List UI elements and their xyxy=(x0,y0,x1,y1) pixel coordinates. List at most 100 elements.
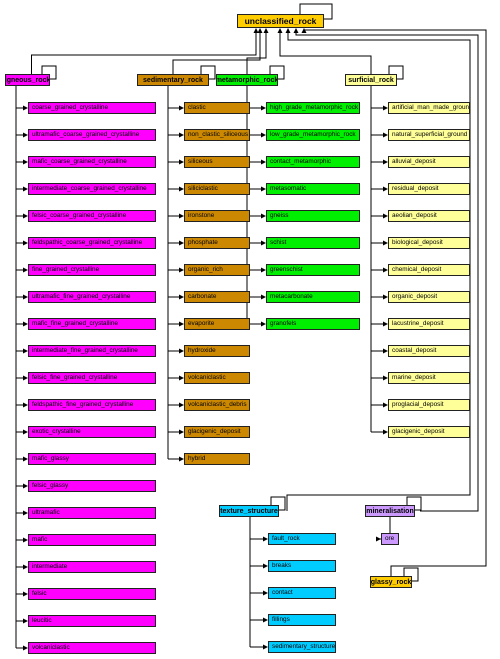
node-label: intermediate xyxy=(32,562,68,570)
child-metamorphic-6[interactable]: greenschist xyxy=(266,264,360,276)
node-label: organic_deposit xyxy=(392,292,438,300)
child-texture-4[interactable]: sedimentary_structure xyxy=(268,641,336,653)
node-label: intermediate_fine_grained_crystalline xyxy=(32,346,138,354)
group-glassy[interactable]: glassy_rock xyxy=(370,576,412,588)
child-igneous-3[interactable]: intermediate_coarse_grained_crystalline xyxy=(28,183,156,195)
group-metamorphic[interactable]: metamorphic_rock xyxy=(216,74,278,86)
arrow-head-right xyxy=(263,536,268,542)
self-loop xyxy=(388,65,404,80)
group-mineral[interactable]: mineralisation xyxy=(365,505,415,517)
child-sedimentary-6[interactable]: organic_rich xyxy=(184,264,250,276)
group-igneous[interactable]: igneous_rock xyxy=(5,74,50,86)
child-surficial-3[interactable]: residual_deposit xyxy=(388,183,470,195)
node-label: ultramafic_coarse_grained_crystalline xyxy=(32,130,140,138)
arrow-head-right xyxy=(179,375,184,381)
child-igneous-17[interactable]: intermediate xyxy=(28,561,156,573)
child-sedimentary-4[interactable]: ironstone xyxy=(184,210,250,222)
self-loop xyxy=(269,65,285,80)
arrow-head-up xyxy=(263,28,269,33)
child-surficial-12[interactable]: glacigenic_deposit xyxy=(388,426,470,438)
child-metamorphic-0[interactable]: high_grade_metamorphic_rock xyxy=(266,102,360,114)
child-sedimentary-10[interactable]: volcaniclastic xyxy=(184,372,250,384)
child-igneous-16[interactable]: mafic xyxy=(28,534,156,546)
child-igneous-13[interactable]: mafic_glassy xyxy=(28,453,156,465)
child-metamorphic-7[interactable]: metacarbonate xyxy=(266,291,360,303)
node-label: aeolian_deposit xyxy=(392,211,437,219)
child-metamorphic-3[interactable]: metasomatic xyxy=(266,183,360,195)
child-surficial-7[interactable]: organic_deposit xyxy=(388,291,470,303)
child-surficial-9[interactable]: coastal_deposit xyxy=(388,345,470,357)
child-texture-1[interactable]: breaks xyxy=(268,560,336,572)
child-surficial-0[interactable]: artificial_man_made_ground xyxy=(388,102,470,114)
child-igneous-11[interactable]: feldspathic_fine_grained_crystalline xyxy=(28,399,156,411)
arrow-head-up xyxy=(257,28,263,33)
child-surficial-1[interactable]: natural_superficial_ground xyxy=(388,129,470,141)
arrow-head-right xyxy=(23,456,28,462)
child-texture-3[interactable]: fillings xyxy=(268,614,336,626)
child-igneous-12[interactable]: exotic_crystalline xyxy=(28,426,156,438)
group-sedimentary[interactable]: sedimentary_rock xyxy=(137,74,209,86)
arrow-head-right xyxy=(179,186,184,192)
child-igneous-6[interactable]: fine_grained_crystalline xyxy=(28,264,156,276)
node-label: fault_rock xyxy=(272,534,300,542)
child-metamorphic-4[interactable]: gneiss xyxy=(266,210,360,222)
arrow-head-right xyxy=(23,537,28,543)
arrow-head-right xyxy=(179,105,184,111)
node-label: proglacial_deposit xyxy=(392,400,444,408)
node-label: glassy_rock xyxy=(370,578,412,586)
group-surficial[interactable]: surficial_rock xyxy=(345,74,397,86)
child-sedimentary-9[interactable]: hydroxide xyxy=(184,345,250,357)
child-metamorphic-1[interactable]: low_grade_metamorphic_rock xyxy=(266,129,360,141)
child-texture-0[interactable]: fault_rock xyxy=(268,533,336,545)
child-igneous-7[interactable]: ultramafic_fine_grained_crystalline xyxy=(28,291,156,303)
child-surficial-4[interactable]: aeolian_deposit xyxy=(388,210,470,222)
child-sedimentary-13[interactable]: hybrid xyxy=(184,453,250,465)
child-igneous-9[interactable]: intermediate_fine_grained_crystalline xyxy=(28,345,156,357)
child-igneous-10[interactable]: felsic_fine_grained_crystalline xyxy=(28,372,156,384)
node-label: contact_metamorphic xyxy=(270,157,332,165)
child-sedimentary-11[interactable]: volcaniclastic_debris xyxy=(184,399,250,411)
child-texture-2[interactable]: contact xyxy=(268,587,336,599)
child-sedimentary-7[interactable]: carbonate xyxy=(184,291,250,303)
root-node-unclassified-rock[interactable]: unclassified_rock xyxy=(237,14,324,28)
child-surficial-6[interactable]: chemical_deposit xyxy=(388,264,470,276)
node-label: siliceous xyxy=(188,157,213,165)
arrow-head-right xyxy=(261,321,266,327)
child-surficial-2[interactable]: alluvial_deposit xyxy=(388,156,470,168)
child-sedimentary-8[interactable]: evaporite xyxy=(184,318,250,330)
child-sedimentary-2[interactable]: siliceous xyxy=(184,156,250,168)
child-mineral-0[interactable]: ore xyxy=(381,533,399,545)
child-metamorphic-2[interactable]: contact_metamorphic xyxy=(266,156,360,168)
child-sedimentary-5[interactable]: phosphate xyxy=(184,237,250,249)
child-igneous-14[interactable]: felsic_glassy xyxy=(28,480,156,492)
arrow-head-right xyxy=(23,645,28,651)
child-igneous-20[interactable]: volcaniclastic xyxy=(28,642,156,654)
child-igneous-0[interactable]: coarse_grained_crystalline xyxy=(28,102,156,114)
child-igneous-1[interactable]: ultramafic_coarse_grained_crystalline xyxy=(28,129,156,141)
child-igneous-15[interactable]: ultramafic xyxy=(28,507,156,519)
child-igneous-8[interactable]: mafic_fine_grained_crystalline xyxy=(28,318,156,330)
child-metamorphic-8[interactable]: granofels xyxy=(266,318,360,330)
child-igneous-2[interactable]: mafic_coarse_grained_crystalline xyxy=(28,156,156,168)
child-surficial-11[interactable]: proglacial_deposit xyxy=(388,399,470,411)
child-surficial-8[interactable]: lacustrine_deposit xyxy=(388,318,470,330)
node-label: mafic_fine_grained_crystalline xyxy=(32,319,118,327)
child-igneous-4[interactable]: felsic_coarse_grained_crystalline xyxy=(28,210,156,222)
group-texture[interactable]: texture_structure xyxy=(219,505,279,517)
child-sedimentary-1[interactable]: non_clastic_siliceous xyxy=(184,129,250,141)
child-surficial-5[interactable]: biological_deposit xyxy=(388,237,470,249)
arrow-head-right xyxy=(23,483,28,489)
child-metamorphic-5[interactable]: schist xyxy=(266,237,360,249)
child-sedimentary-0[interactable]: clastic xyxy=(184,102,250,114)
child-sedimentary-3[interactable]: siliciclastic xyxy=(184,183,250,195)
arrow-head-right xyxy=(261,105,266,111)
child-sedimentary-12[interactable]: glacigenic_deposit xyxy=(184,426,250,438)
node-label: hybrid xyxy=(188,454,206,462)
child-igneous-18[interactable]: felsic xyxy=(28,588,156,600)
child-surficial-10[interactable]: marine_deposit xyxy=(388,372,470,384)
child-igneous-5[interactable]: feldspathic_coarse_grained_crystalline xyxy=(28,237,156,249)
child-igneous-19[interactable]: leucitic xyxy=(28,615,156,627)
arrow-head-right xyxy=(23,564,28,570)
arrow-head-right xyxy=(179,267,184,273)
arrow-head-right xyxy=(383,429,388,435)
